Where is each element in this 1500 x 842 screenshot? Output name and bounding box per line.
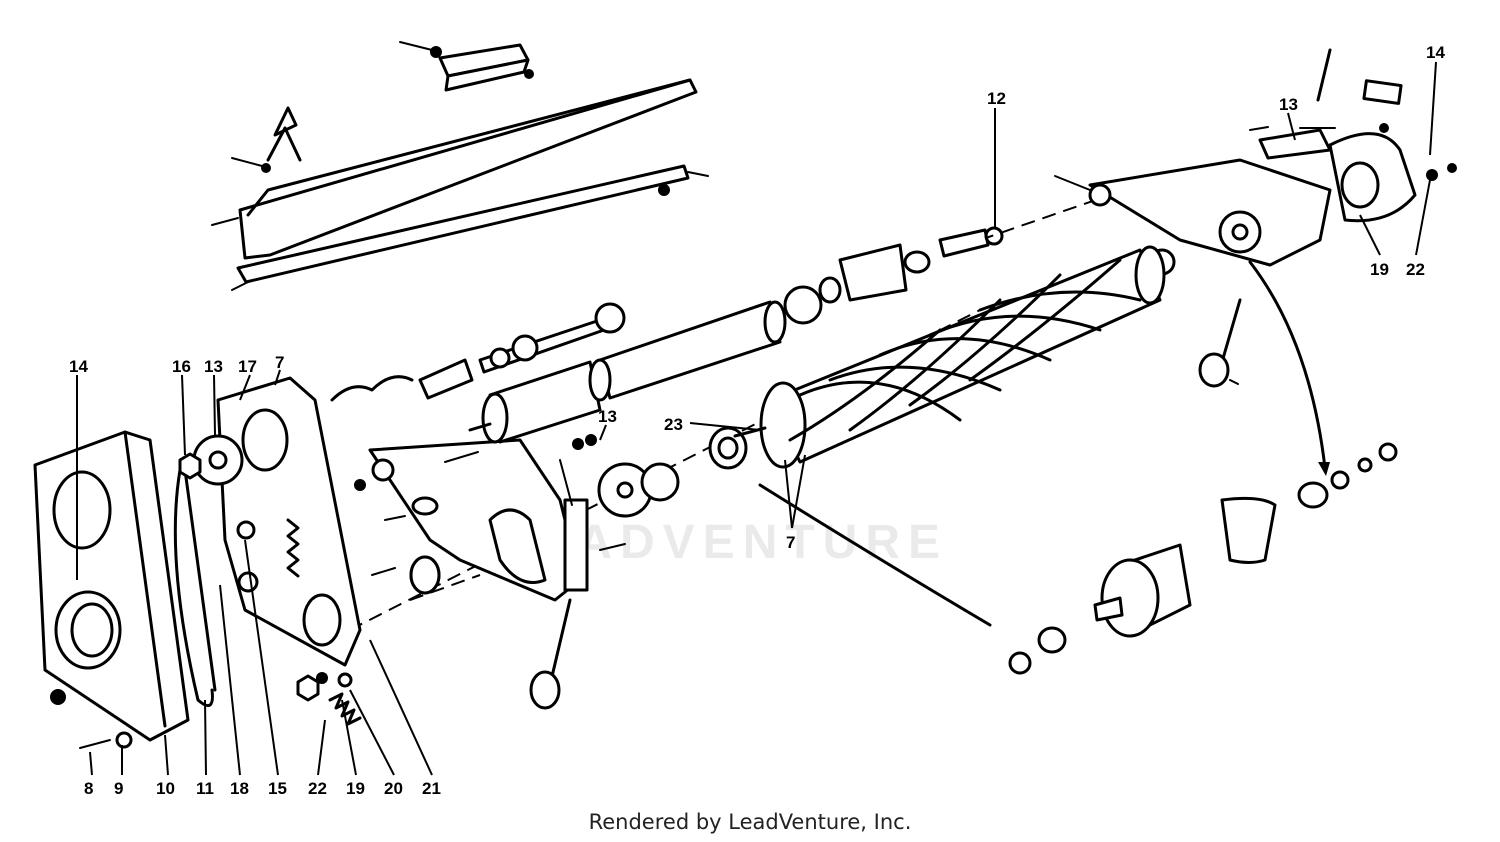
- callout-16: 16: [172, 357, 191, 376]
- sprocket-left: [192, 434, 244, 486]
- leader-lines: [76, 61, 1437, 776]
- adjuster-rod-left: [529, 598, 572, 710]
- callout-23: 23: [664, 415, 683, 434]
- gear-cover: [33, 430, 190, 742]
- callout-22-bottom: 22: [308, 779, 327, 798]
- callout-14-left: 14: [69, 357, 88, 376]
- callout-7-reel: 7: [786, 533, 795, 552]
- drive-chain: [173, 468, 217, 708]
- callout-13-upper: 13: [1279, 95, 1298, 114]
- callout-19-upper: 19: [1370, 260, 1389, 279]
- rendered-by-credit: Rendered by LeadVenture, Inc.: [588, 810, 912, 834]
- right-gear-housing: [1258, 48, 1457, 223]
- cutting-reel: [733, 245, 1166, 469]
- callout-7-top: 7: [275, 353, 284, 372]
- top-shield: [211, 78, 709, 291]
- callout-13-left: 13: [204, 357, 223, 376]
- adjuster-rod-right: [1198, 298, 1242, 388]
- callout-9: 9: [114, 779, 123, 798]
- assembly-axis-lines: [329, 194, 1111, 641]
- right-side-plate: [1054, 158, 1332, 476]
- callout-13-mid: 13: [598, 407, 617, 426]
- reel-end-detail: [758, 483, 1277, 638]
- bearing-seals: [409, 248, 1398, 675]
- top-bracket: [399, 41, 534, 92]
- callout-14-upper: 14: [1426, 43, 1445, 62]
- callout-11: 11: [196, 779, 214, 798]
- callout-22-upper: 22: [1406, 260, 1425, 279]
- callout-21: 21: [422, 779, 441, 798]
- callout-15: 15: [268, 779, 287, 798]
- spindle-parts: [418, 226, 1004, 400]
- callout-8: 8: [84, 779, 93, 798]
- fasteners: [79, 123, 1389, 749]
- sprocket-mid: [597, 462, 680, 518]
- callout-20: 20: [384, 779, 403, 798]
- grip-handle: [231, 106, 302, 173]
- callout-12: 12: [987, 89, 1006, 108]
- callout-18: 18: [230, 779, 249, 798]
- callout-10: 10: [156, 779, 175, 798]
- springs: [286, 375, 414, 726]
- front-roller-tube: [468, 300, 787, 444]
- callout-19-bottom: 19: [346, 779, 365, 798]
- callout-17: 17: [238, 357, 257, 376]
- side-plate: [368, 438, 589, 602]
